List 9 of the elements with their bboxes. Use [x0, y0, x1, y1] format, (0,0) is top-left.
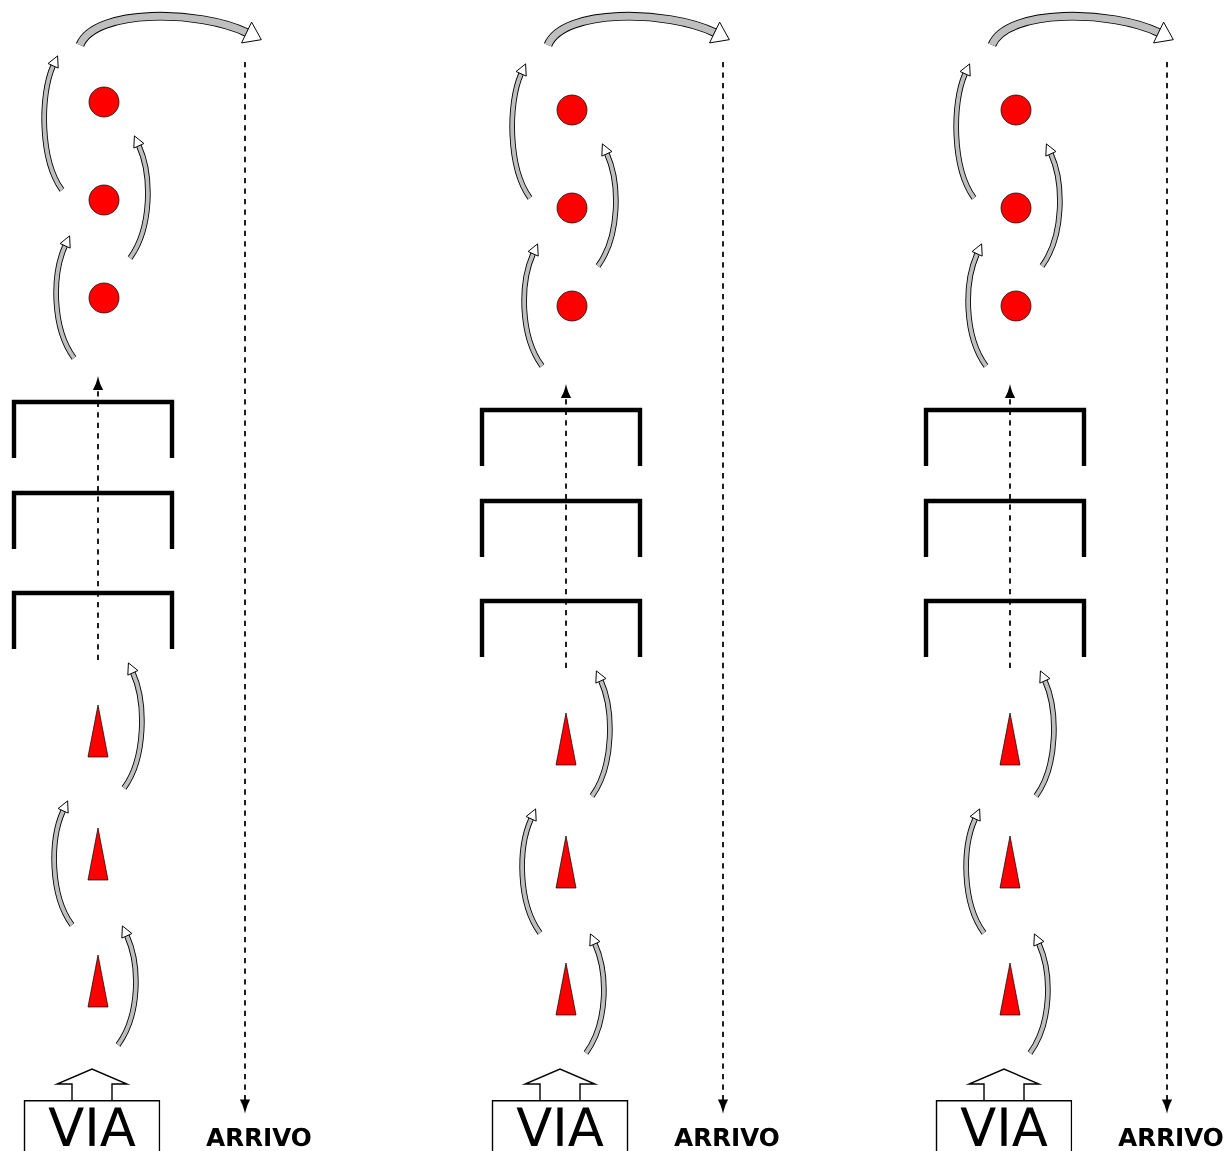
arrow [718, 61, 728, 1111]
start-box: VIA [935, 1100, 1073, 1151]
finish-label: ARRIVO [674, 1127, 779, 1147]
arrow [1162, 61, 1172, 1111]
start-box: VIA [23, 1100, 161, 1151]
arrow [240, 61, 250, 1111]
finish-label: ARRIVO [1118, 1127, 1223, 1147]
finish-label: ARRIVO [206, 1127, 311, 1147]
start-box: VIA [491, 1100, 629, 1151]
